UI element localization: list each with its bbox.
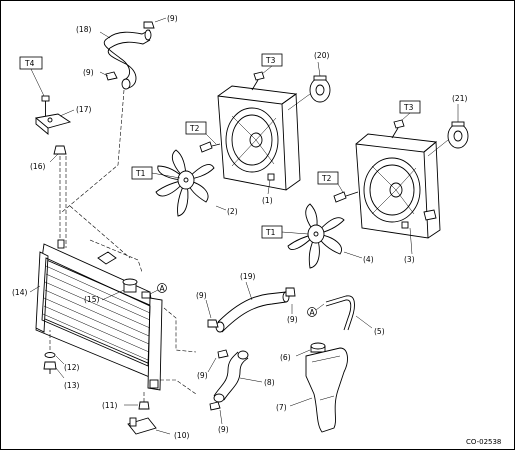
marker-label-a-radiator: A: [160, 284, 166, 293]
label-part-9-mid-left: (9): [196, 291, 207, 300]
torque-labels: T4 T3 T3 T2 T2 T1 T1: [24, 56, 414, 237]
torque-label-t2-sub: T2: [321, 174, 332, 183]
label-part-7: (7): [276, 403, 287, 412]
motor-bolt: [251, 71, 265, 91]
hose-clamp: [207, 287, 296, 328]
drain-plug: [43, 361, 57, 374]
torque-label-t3-sub: T3: [403, 103, 414, 112]
torque-label-t1-sub: T1: [265, 228, 276, 237]
label-part-19: (19): [240, 272, 255, 281]
torque-label-t1-main: T1: [135, 169, 146, 178]
label-part-13: (13): [64, 381, 79, 390]
label-part-14: (14): [12, 288, 27, 297]
shroud-bolt: [199, 141, 221, 153]
label-part-9-mid-right: (9): [287, 315, 298, 324]
label-part-6: (6): [280, 353, 291, 362]
label-part-8: (8): [264, 378, 275, 387]
radiator-bracket: [34, 113, 72, 135]
lower-cushion: [138, 401, 150, 410]
label-part-20: (20): [314, 51, 329, 60]
shroud-bolt: [333, 191, 359, 203]
overflow-tank-cap: [310, 342, 326, 353]
lower-bracket: [127, 417, 157, 435]
label-part-17: (17): [76, 105, 91, 114]
overflow-hose: [325, 295, 355, 331]
label-part-9-upper-left: (9): [83, 68, 94, 77]
upper-radiator-hose: [103, 29, 152, 90]
radiator: [35, 239, 163, 391]
label-part-4: (4): [363, 255, 374, 264]
drain-plug-o-ring: [44, 352, 56, 358]
label-part-16: (16): [30, 162, 45, 171]
label-part-10: (10): [174, 431, 189, 440]
connection-marker-a: [149, 283, 167, 295]
torque-label-t3-main: T3: [265, 56, 276, 65]
torque-label-t4: T4: [24, 59, 35, 68]
torque-box-t2-sub: [317, 171, 339, 185]
hose-clamp: [209, 349, 229, 411]
main-fan-motor: [309, 75, 331, 103]
bracket-bolt: [41, 95, 50, 116]
figure-code: CO-02538: [466, 438, 501, 446]
label-part-9-lower-upper: (9): [197, 371, 208, 380]
label-part-9-top: (9): [167, 14, 178, 23]
label-part-21: (21): [452, 94, 467, 103]
overflow-tank: [305, 347, 348, 433]
torque-box-t2-main: [185, 121, 207, 135]
part-labels: (1) (2) (3) (4) (5) (6) (7) (8) (9) (9) …: [12, 14, 467, 440]
sub-fan-motor: [447, 121, 469, 149]
label-part-1: (1): [262, 196, 273, 205]
motor-bolt: [391, 119, 405, 139]
label-part-11: (11): [102, 401, 117, 410]
label-part-15: (15): [84, 295, 99, 304]
sub-fan: [287, 203, 345, 269]
hose-clamp: [105, 21, 155, 81]
label-part-5: (5): [374, 327, 385, 336]
label-part-18: (18): [76, 25, 91, 34]
main-fan: [155, 149, 215, 217]
torque-label-t2-main: T2: [189, 124, 200, 133]
lower-radiator-hose: [213, 350, 249, 403]
connection-marker-a: [307, 303, 325, 317]
marker-label-a-tank: A: [310, 308, 316, 317]
radiator-hose-middle: [215, 291, 290, 333]
sub-fan-shroud: [355, 133, 441, 239]
label-part-3: (3): [404, 255, 415, 264]
label-part-9-lower: (9): [218, 425, 229, 434]
label-part-12: (12): [64, 363, 79, 372]
radiator-cushion: [53, 145, 67, 155]
label-part-2: (2): [227, 207, 238, 216]
main-fan-shroud: [217, 85, 301, 191]
marker-labels: A A: [160, 284, 316, 317]
